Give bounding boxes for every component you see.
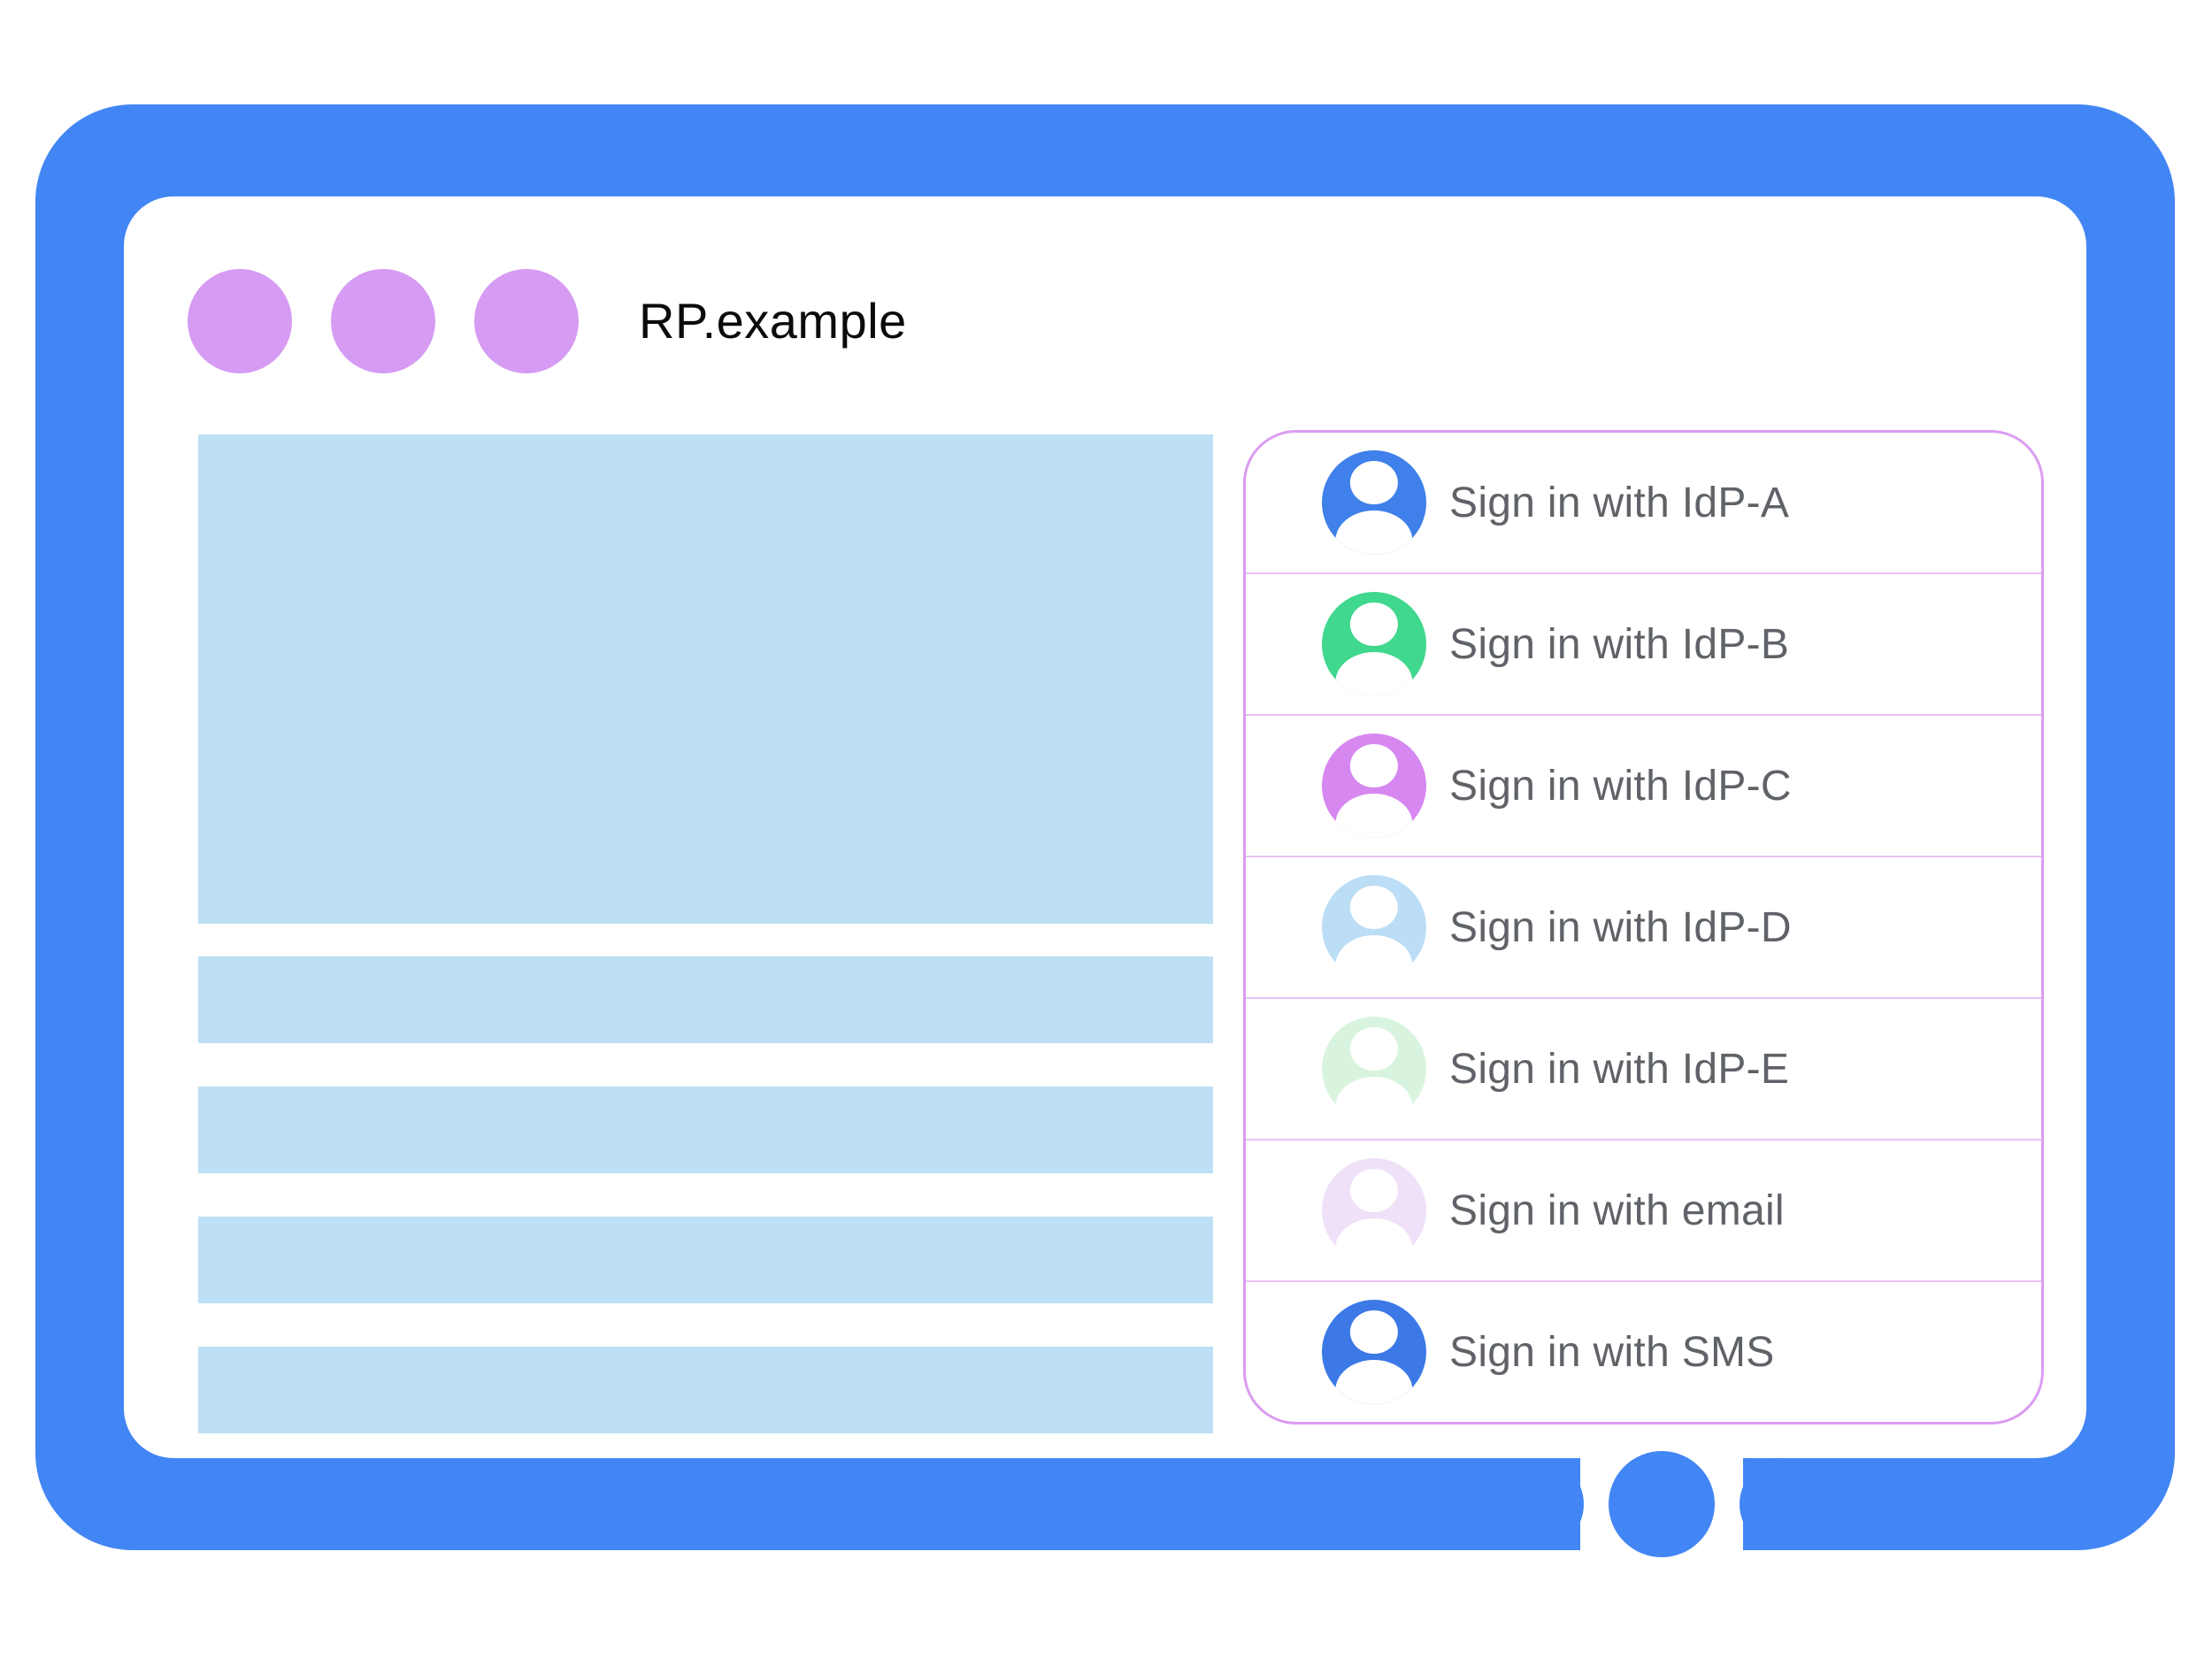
signin-option-label: Sign in with email [1449,1187,1785,1234]
signin-panel: Sign in with IdP-A Sign in with IdP-B Si… [1243,430,2044,1425]
content-placeholder-bar [198,956,1213,1043]
user-avatar-icon [1322,1158,1426,1263]
window-controls [188,269,579,373]
signin-option-idp-c[interactable]: Sign in with IdP-C [1246,716,2041,857]
user-avatar-icon [1322,1017,1426,1121]
user-avatar-icon [1322,592,1426,696]
signin-option-idp-d[interactable]: Sign in with IdP-D [1246,857,2041,999]
signin-option-idp-a[interactable]: Sign in with IdP-A [1246,433,2041,574]
signin-option-label: Sign in with IdP-D [1449,903,1792,951]
signin-option-sms[interactable]: Sign in with SMS [1246,1282,2041,1422]
signin-option-idp-e[interactable]: Sign in with IdP-E [1246,999,2041,1141]
signin-option-label: Sign in with IdP-C [1449,762,1792,810]
signin-option-email[interactable]: Sign in with email [1246,1141,2041,1282]
bezel-bar-left-cap [1492,1458,1584,1550]
signin-option-label: Sign in with IdP-E [1449,1045,1790,1093]
window-control-dot[interactable] [331,269,435,373]
signin-option-label: Sign in with SMS [1449,1328,1775,1376]
content-placeholder-bar [198,1347,1213,1433]
content-placeholder-hero [198,434,1213,924]
bezel-bar-right-cap [1740,1458,1832,1550]
window-control-dot[interactable] [188,269,292,373]
user-avatar-icon [1322,875,1426,979]
user-avatar-icon [1322,733,1426,838]
user-avatar-icon [1322,1300,1426,1404]
page-title: RP.example [639,293,907,349]
content-placeholder-bar [198,1087,1213,1173]
user-avatar-icon [1322,450,1426,555]
home-button[interactable] [1609,1451,1715,1557]
signin-option-idp-b[interactable]: Sign in with IdP-B [1246,574,2041,716]
signin-option-label: Sign in with IdP-B [1449,620,1790,668]
signin-option-label: Sign in with IdP-A [1449,479,1790,526]
content-placeholder-bar [198,1217,1213,1303]
window-control-dot[interactable] [474,269,579,373]
